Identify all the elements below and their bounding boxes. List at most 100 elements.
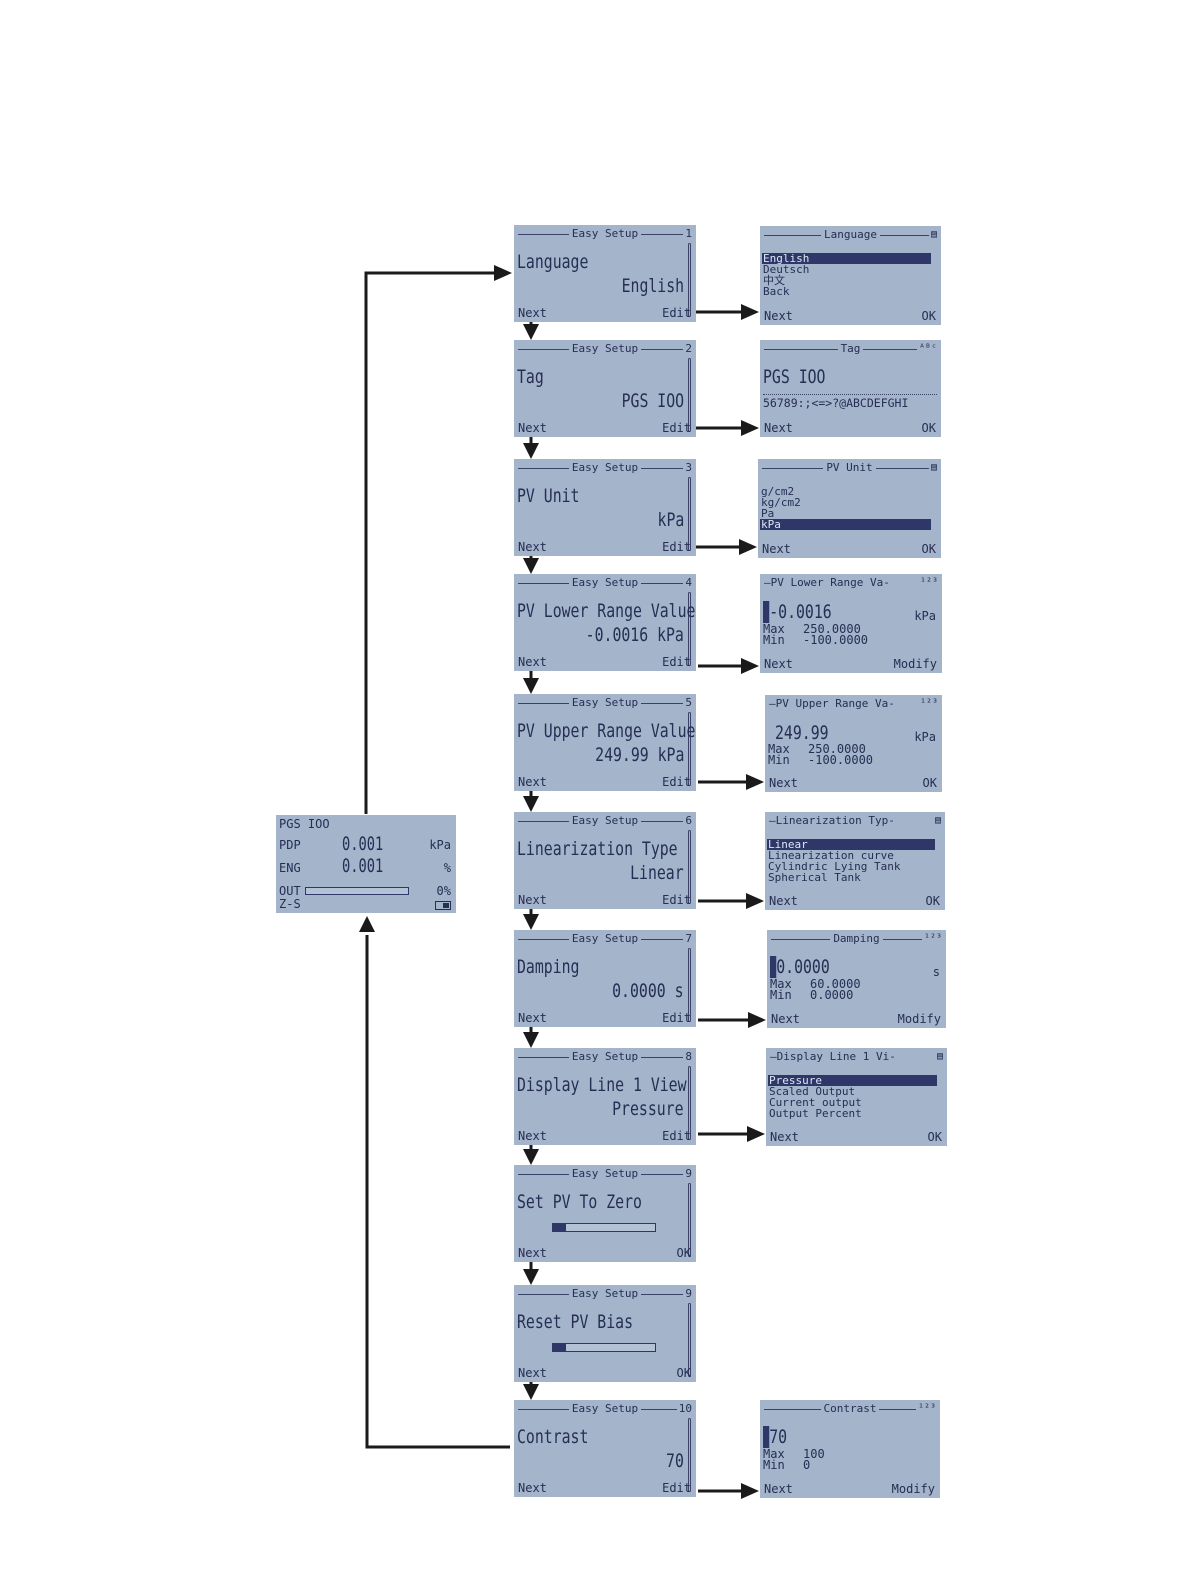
detail-pv-unit[interactable]: PV Unit▤ g/cm2 kg/cm2 Pa kPa Next OK	[758, 459, 941, 558]
edit-button[interactable]: Edit	[662, 421, 691, 435]
option-kgcm2[interactable]: kg/cm2	[761, 496, 801, 509]
detail-linearization[interactable]: –Linearization Typ-▤ Linear Linearizatio…	[765, 812, 945, 910]
next-button[interactable]: Next	[518, 306, 547, 320]
modify-button[interactable]: Modify	[893, 657, 937, 671]
detail-lower-range[interactable]: –PV Lower Range Va-¹²³ -0.0016 kPa Max 2…	[760, 574, 942, 673]
next-button[interactable]: Next	[518, 1129, 547, 1143]
next-button[interactable]: Next	[769, 894, 798, 908]
lower-value[interactable]: -0.0016	[763, 601, 832, 623]
scrollbar[interactable]	[688, 1066, 691, 1140]
scrollbar[interactable]	[688, 477, 691, 551]
detail-title: PV Unit	[823, 461, 876, 474]
scrollbar[interactable]	[688, 948, 691, 1022]
modify-button[interactable]: Modify	[897, 1012, 941, 1026]
contrast-value[interactable]: 70	[763, 1426, 787, 1448]
edit-button[interactable]: Edit	[662, 1481, 691, 1495]
ok-button[interactable]: OK	[921, 542, 936, 556]
upper-value[interactable]: 249.99	[775, 722, 829, 744]
option-scaled-output[interactable]: Scaled Output	[769, 1085, 856, 1098]
option-current-output[interactable]: Current output	[769, 1096, 862, 1109]
modify-button[interactable]: Modify	[891, 1482, 935, 1496]
detail-language[interactable]: Language▤ English Deutsch 中文 Back Next O…	[760, 226, 941, 325]
option-spherical-tank[interactable]: Spherical Tank	[768, 871, 861, 884]
ok-button[interactable]: OK	[676, 1246, 691, 1260]
option-pa[interactable]: Pa	[761, 507, 775, 520]
edit-button[interactable]: Edit	[662, 775, 691, 789]
detail-upper-range[interactable]: –PV Upper Range Va-¹²³ 249.99 kPa Max 25…	[765, 695, 942, 792]
ok-button[interactable]: OK	[925, 894, 940, 908]
damping-value[interactable]: 0.0000	[770, 956, 830, 978]
option-cylindric-tank[interactable]: Cylindric Lying Tank	[768, 860, 901, 873]
scrollbar[interactable]	[688, 1303, 691, 1377]
scrollbar[interactable]	[688, 712, 691, 786]
option-deutsch[interactable]: Deutsch	[763, 263, 810, 276]
option-english[interactable]: English	[762, 253, 931, 264]
scrollbar[interactable]	[688, 243, 691, 317]
next-button[interactable]: Next	[764, 657, 793, 671]
next-button[interactable]: Next	[764, 1482, 793, 1496]
detail-title: Linearization Typ	[775, 814, 889, 827]
detail-title: Language	[821, 228, 880, 241]
option-gcm2[interactable]: g/cm2	[761, 485, 795, 498]
next-button[interactable]: Next	[518, 893, 547, 907]
ok-button[interactable]: OK	[927, 1130, 942, 1144]
next-button[interactable]: Next	[518, 1366, 547, 1380]
scrollbar[interactable]	[688, 592, 691, 666]
next-button[interactable]: Next	[770, 1130, 799, 1144]
edit-button[interactable]: Edit	[662, 540, 691, 554]
option-output-percent[interactable]: Output Percent	[769, 1107, 862, 1120]
ok-button[interactable]: OK	[921, 421, 936, 435]
next-button[interactable]: Next	[769, 776, 798, 790]
ok-button[interactable]: OK	[921, 309, 936, 323]
option-back[interactable]: Back	[763, 285, 790, 298]
ok-button[interactable]: OK	[922, 776, 937, 790]
edit-button[interactable]: Edit	[662, 655, 691, 669]
next-button[interactable]: Next	[518, 775, 547, 789]
next-button[interactable]: Next	[518, 655, 547, 669]
next-button[interactable]: Next	[771, 1012, 800, 1026]
next-button[interactable]: Next	[764, 421, 793, 435]
next-button[interactable]: Next	[518, 540, 547, 554]
next-button[interactable]: Next	[762, 542, 791, 556]
123-icon: ¹²³	[915, 1402, 936, 1416]
scrollbar[interactable]	[688, 1183, 691, 1257]
next-button[interactable]: Next	[518, 1481, 547, 1495]
scrollbar[interactable]	[688, 1418, 691, 1492]
edit-button[interactable]: Edit	[662, 1011, 691, 1025]
next-button[interactable]: Next	[518, 1246, 547, 1260]
edit-button[interactable]: Edit	[662, 1129, 691, 1143]
next-button[interactable]: Next	[518, 1011, 547, 1025]
edit-button[interactable]: Edit	[662, 306, 691, 320]
next-button[interactable]: Next	[764, 309, 793, 323]
arrow-head	[746, 774, 764, 790]
ok-button[interactable]: OK	[676, 1366, 691, 1380]
option-linear[interactable]: Linear	[767, 839, 935, 850]
min-label: Min	[763, 633, 785, 647]
option-linearization-curve[interactable]: Linearization curve	[768, 849, 894, 862]
scrollbar[interactable]	[688, 358, 691, 432]
main-display[interactable]: PGS IOO PDP 0.001 kPa ENG 0.001 % OUT 0%…	[276, 815, 456, 913]
char-selector[interactable]: 56789:;<=>?@ABCDEFGHI	[763, 396, 909, 410]
next-button[interactable]: Next	[518, 421, 547, 435]
scrollbar[interactable]	[688, 830, 691, 904]
edit-button[interactable]: Edit	[662, 893, 691, 907]
option-chinese[interactable]: 中文	[763, 274, 785, 287]
option-pressure[interactable]: Pressure	[768, 1075, 937, 1086]
option-kpa[interactable]: kPa	[760, 519, 931, 530]
detail-display-line[interactable]: –Display Line 1 Vi-▤ Pressure Scaled Out…	[766, 1048, 947, 1146]
screen-number: 9	[683, 1287, 692, 1301]
